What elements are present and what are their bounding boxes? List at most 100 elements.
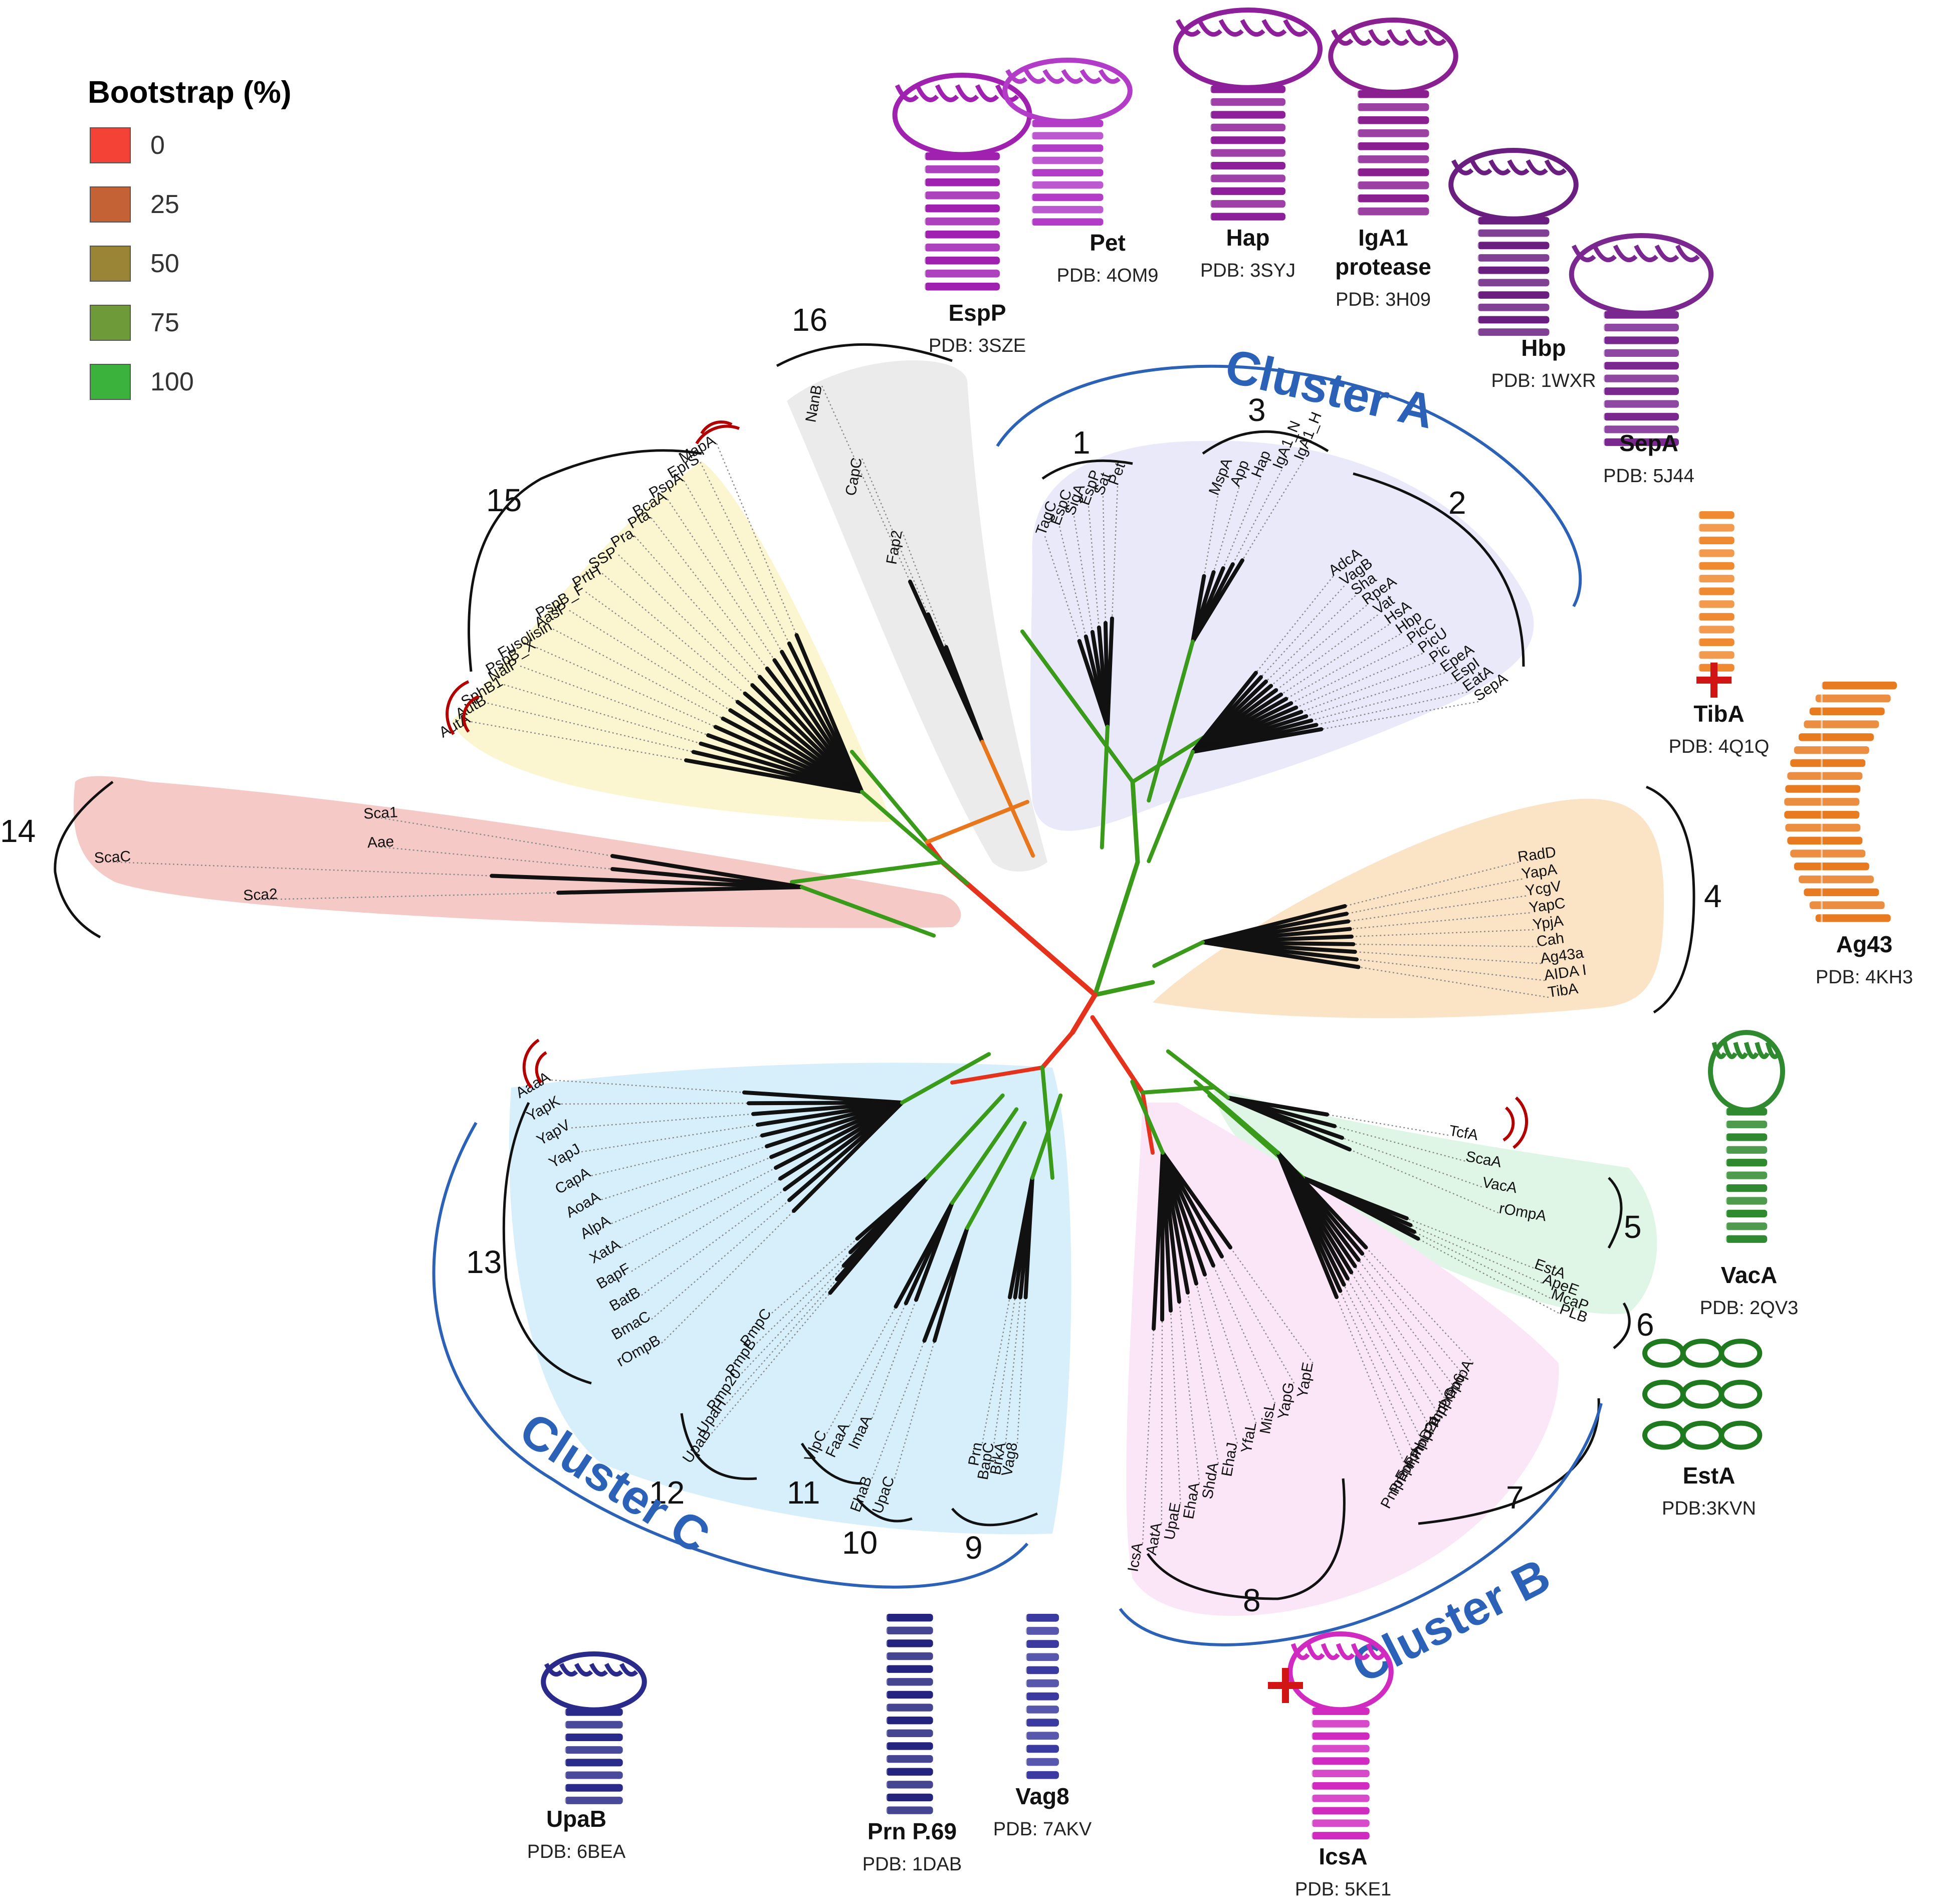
root-branch-up [1093,779,1140,997]
leaf-connector [1222,478,1261,569]
leaf-connector [601,573,746,694]
leaf-connector [1321,701,1479,730]
cluster-c-arc [432,1122,1029,1589]
leaf-connector [1327,1114,1449,1136]
leaf-connector [756,1251,851,1344]
clade-11-bracket [800,1442,862,1485]
clade-5-6-region [1213,1088,1657,1314]
leaf-branch [556,885,804,895]
leaf-branch [1226,1096,1352,1152]
leaf-connector [981,1297,1011,1444]
legend-label-50: 50 [150,249,179,278]
leaf-connector [1058,526,1087,637]
leaf-connector [551,1079,745,1093]
leaf-connector [260,892,559,901]
leaf-connector [1005,1297,1021,1444]
leaf-connector [1362,1253,1466,1378]
leaf-connector [993,1297,1016,1444]
leaf-connector [1232,469,1282,565]
leaf-branch [1191,727,1324,754]
leaf-connector [1221,1256,1295,1384]
leaf-connector [621,1167,776,1248]
clade-4-stem [1152,940,1205,968]
leaf-connector [1073,516,1094,632]
tiba-name-label: TibA [1693,701,1744,727]
vaca-pdb-label: PDB: 2QV3 [1700,1298,1798,1319]
leaf-connector [700,462,790,644]
clade-num-8: 8 [1243,1582,1261,1618]
aaaa-marker [522,1038,547,1089]
leaf-branch [914,1201,954,1302]
clade-15-bracket [468,449,702,672]
hbp-pdb-label: PDB: 1WXR [1491,370,1596,391]
leaf-connector [1255,576,1334,674]
leaf-label-cah: Cah [1536,930,1565,950]
leaf-branch [1161,1151,1232,1249]
leaf-connector [1285,633,1401,700]
leaf-connector [1212,1265,1276,1404]
cluster-c-region [509,1063,1071,1535]
leaf-connector [581,1124,758,1153]
internal-a-split [1020,629,1135,784]
leaf-connector [1342,1137,1482,1188]
clade-11-stem [950,1107,1019,1205]
internal-c-stem [950,1066,1044,1085]
legend-swatch-50 [90,246,131,282]
clade-6-bracket [1613,1302,1631,1349]
leaf-connector [634,536,760,678]
legend-title: Bootstrap (%) [88,75,291,110]
leaf-connector [1170,1310,1181,1504]
leaf-connector [1351,1272,1442,1419]
leaf-connector [1301,662,1434,713]
vag8-name-label: Vag8 [1015,1783,1069,1809]
root-branch-right [1093,980,1155,997]
clade-15-stem [860,790,969,886]
leaf-connector [901,531,947,648]
clade-num-15: 15 [486,482,522,518]
leaf-connector [641,1189,785,1296]
leaf-branch [855,1176,929,1241]
leaf-connector [1260,585,1345,678]
cluster-a-region [1030,441,1534,831]
clade-9-bracket [951,1508,1038,1527]
mapa-marker [695,420,740,445]
hbp-structure-icon [1448,148,1579,341]
clade-num-7: 7 [1506,1479,1524,1516]
tiba-plus-marker [1696,663,1731,698]
leaf-connector [1346,878,1523,915]
esta-pdb-label: PDB:3KVN [1662,1498,1756,1519]
leaf-connector [771,1238,858,1314]
clade-7-stem [1193,1080,1280,1155]
iga1-name-label: IgA1 [1358,225,1408,251]
clade-num-11: 11 [787,1474,820,1511]
leaf-connector [1088,506,1100,628]
leaf-connector [380,817,613,857]
leaf-connector [1349,1149,1499,1214]
upab-structure-icon [541,1651,647,1809]
leaf-connector [1316,691,1467,726]
legend-label-75: 75 [150,308,179,337]
leaf-connector [1353,943,1538,947]
leaf-branch [1301,1176,1420,1241]
leaf-connector [1306,672,1445,717]
leaf-branch [1106,616,1114,729]
espp-pdb-label: PDB: 3SZE [929,335,1026,356]
internal-lower-left [1040,1030,1075,1070]
leaf-connector [536,647,716,728]
leaf-connector [1241,461,1304,561]
leaf-connector [618,554,753,686]
clade-8-stem [1130,1080,1165,1155]
prn-p-69-structure-icon [885,1614,933,1819]
leaf-branch [490,874,804,889]
leaf-connector [1358,1259,1458,1391]
legend-label-0: 0 [150,131,165,160]
clade-num-2: 2 [1448,485,1466,521]
clade-16-stem [980,740,1035,858]
leaf-connector [871,1300,917,1419]
